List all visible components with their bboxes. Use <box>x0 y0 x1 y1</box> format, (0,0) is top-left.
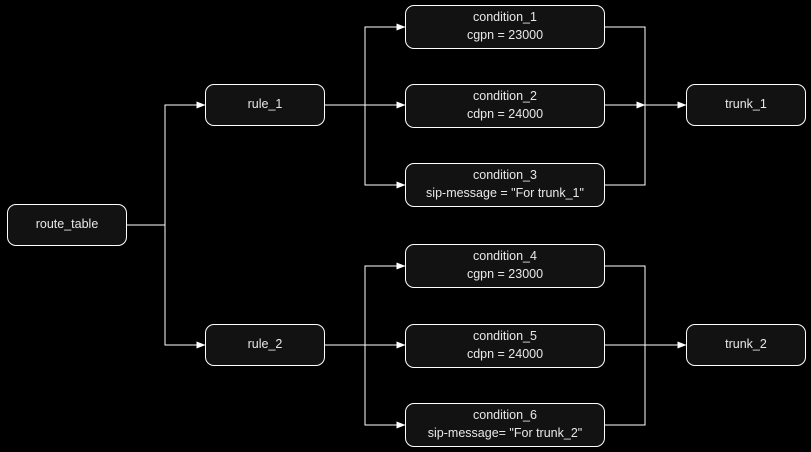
edge-route_table-to-rule_1 <box>127 101 206 226</box>
node-label: condition_2 <box>473 89 537 104</box>
node-label: condition_6 <box>473 408 537 423</box>
node-label: rule_2 <box>247 337 283 352</box>
edge-rule_1-to-condition_1 <box>364 23 406 105</box>
node-condition-3[interactable]: condition_3 sip-message = "For trunk_1" <box>405 163 605 207</box>
node-label: trunk_2 <box>725 337 767 352</box>
node-rule-2[interactable]: rule_2 <box>205 324 325 366</box>
node-detail: sip-message = "For trunk_1" <box>426 186 584 200</box>
node-label: condition_4 <box>473 249 537 264</box>
node-label: condition_3 <box>473 168 537 183</box>
edge-condition_4-to-trunk_2 <box>605 265 646 345</box>
edge-condition_3-to-trunk_1 <box>605 105 646 186</box>
edge-rule_1-to-condition_3 <box>364 105 406 189</box>
node-route-table[interactable]: route_table <box>7 204 127 246</box>
node-detail: cdpn = 24000 <box>466 107 544 121</box>
edge-rule_2-to-condition_4 <box>364 262 406 345</box>
node-detail: sip-message= "For trunk_2" <box>427 426 583 440</box>
edge-condition_6-to-trunk_2 <box>605 345 646 426</box>
node-condition-6[interactable]: condition_6 sip-message= "For trunk_2" <box>405 403 605 447</box>
edge-condition_1-to-trunk_1 <box>605 26 646 105</box>
node-condition-2[interactable]: condition_2 cdpn = 24000 <box>405 84 605 128</box>
node-label: condition_5 <box>473 329 537 344</box>
edge-rule_2-to-condition_6 <box>364 345 406 429</box>
node-trunk-1[interactable]: trunk_1 <box>686 84 806 126</box>
edge-route_table-to-rule_2 <box>164 225 206 349</box>
node-label: trunk_1 <box>725 97 767 112</box>
node-condition-5[interactable]: condition_5 cdpn = 24000 <box>405 324 605 368</box>
node-label: rule_1 <box>247 97 283 112</box>
node-label: condition_1 <box>473 10 537 25</box>
node-condition-4[interactable]: condition_4 cgpn = 23000 <box>405 244 605 288</box>
node-rule-1[interactable]: rule_1 <box>205 84 325 126</box>
node-detail: cgpn = 23000 <box>466 28 544 42</box>
node-condition-1[interactable]: condition_1 cgpn = 23000 <box>405 5 605 49</box>
node-detail: cgpn = 23000 <box>466 267 544 281</box>
node-trunk-2[interactable]: trunk_2 <box>686 324 806 366</box>
node-label: route_table <box>35 217 99 232</box>
node-detail: cdpn = 24000 <box>466 347 544 361</box>
